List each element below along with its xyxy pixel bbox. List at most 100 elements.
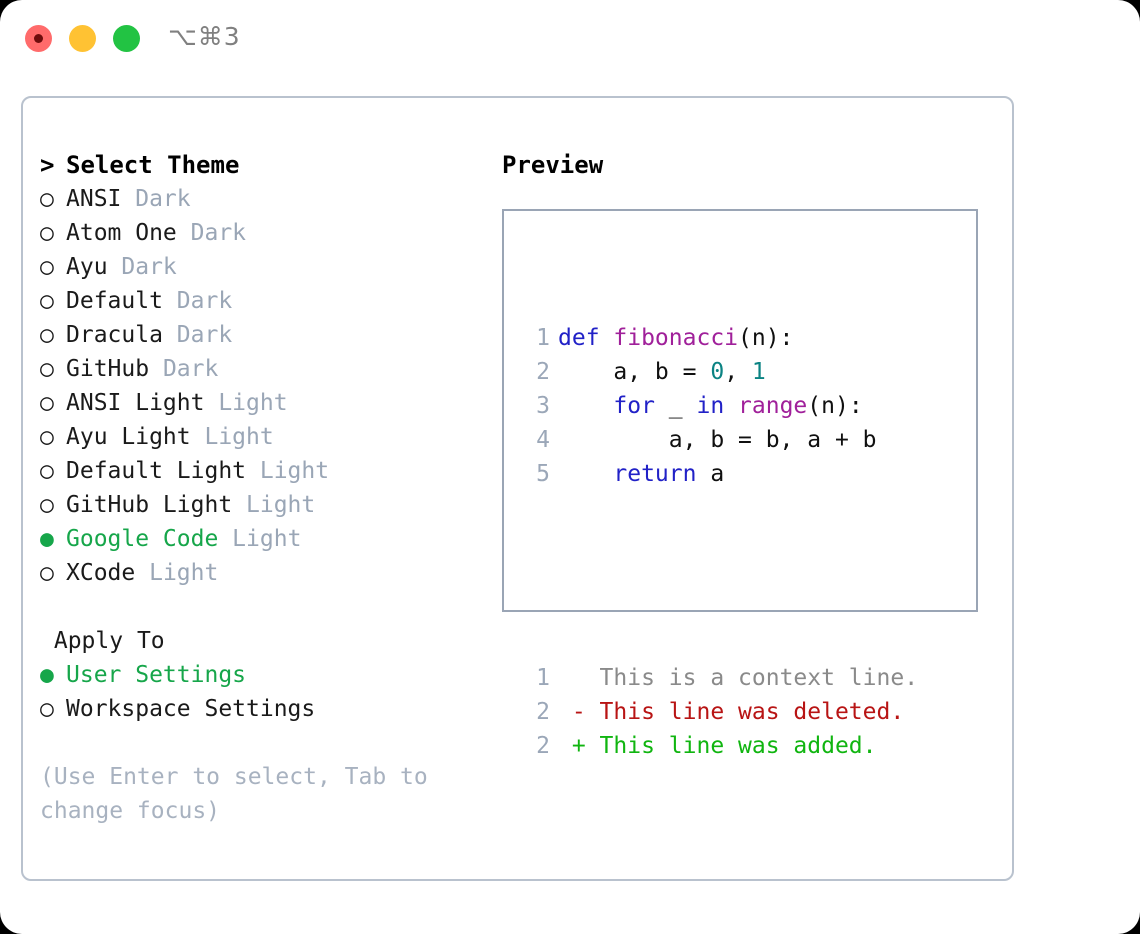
theme-option-default[interactable]: ○Default Dark [40,284,500,318]
code-line: 3 for _ in range(n): [520,389,918,423]
line-number: 1 [536,325,550,351]
diff-line: 2 + This line was added. [520,729,918,763]
radio-unselected-icon: ○ [40,560,54,586]
apply-to-option-label: User Settings [66,662,247,688]
theme-option-google-code[interactable]: ●Google Code Light [40,522,500,556]
apply-to-heading-indent [40,628,54,654]
line-number: 5 [536,461,550,487]
line-number: 2 [536,359,550,385]
code-token: , [724,359,752,385]
theme-variant-badge: Dark [149,356,219,382]
theme-variant-badge: Light [190,424,274,450]
theme-option-ayu[interactable]: ○ Ayu Dark [40,250,500,284]
theme-option-ansi[interactable]: ○ANSI Dark [40,182,500,216]
theme-option-ansi-light[interactable]: ○ ANSI Light Light [40,386,500,420]
apply-to-option-user-settings[interactable]: ● User Settings [40,658,500,692]
theme-option-label: Default [66,288,163,314]
theme-variant-badge: Light [204,390,288,416]
theme-option-label: Dracula [66,322,163,348]
theme-option-label: Google Code [66,526,219,552]
code-token: (n): [807,393,863,419]
diff-line: 2 - This line was deleted. [520,695,918,729]
select-theme-heading-label: Select Theme [66,151,240,179]
list-spacer [40,590,500,624]
theme-option-default-light[interactable]: ○ Default Light Light [40,454,500,488]
apply-to-option-label: Workspace Settings [66,696,316,722]
theme-option-github[interactable]: ○ GitHub Dark [40,352,500,386]
theme-option-atom-one[interactable]: ○ Atom One Dark [40,216,500,250]
theme-option-dracula[interactable]: ○ Dracula Dark [40,318,500,352]
radio-selected-icon: ● [40,662,54,688]
close-button[interactable] [25,25,52,52]
minimize-button[interactable] [69,25,96,52]
code-token: _ [654,393,697,419]
radio-unselected-icon: ○ [40,424,54,450]
theme-option-list: ○ANSI Dark○Atom One Dark○Ayu Dark○Defaul… [40,182,500,590]
code-line: 1 def fibonacci(n): [520,321,918,355]
diff-sign: + [558,733,586,759]
theme-variant-badge: Dark [107,254,177,280]
select-theme-heading: > Select Theme [40,148,500,182]
theme-variant-badge: Light [246,458,330,484]
code-token: in [696,393,725,419]
radio-unselected-icon: ○ [40,254,54,280]
diff-sample: 1 This is a context line.2 - This line w… [520,661,918,763]
preview-title: Preview [502,151,604,179]
code-token: fibonacci [613,325,739,351]
code-token: (n): [738,325,794,351]
radio-unselected-icon: ○ [40,390,54,416]
theme-list-column: >Select Theme ○ANSI Dark○Atom One Dark○A… [40,148,500,828]
prompt-caret-icon: > [40,151,55,179]
zoom-button[interactable] [113,25,140,52]
theme-option-ayu-light[interactable]: ○Ayu Light Light [40,420,500,454]
keyboard-shortcut-label: ⌥⌘3 [168,22,241,51]
theme-selector-panel: >Select Theme ○ANSI Dark○Atom One Dark○A… [21,96,1014,881]
code-diff-separator [520,559,918,593]
radio-unselected-icon: ○ [40,458,54,484]
radio-unselected-icon: ○ [40,322,54,348]
theme-variant-badge: Dark [162,322,233,348]
code-token: def [558,325,614,351]
apply-to-option-workspace-settings[interactable]: ○ Workspace Settings [40,692,500,726]
diff-sign [558,665,586,691]
apply-to-heading: Apply To [40,624,500,658]
theme-option-label: Default Light [66,458,247,484]
code-token: a [696,461,725,487]
apply-to-option-list: ● User Settings ○ Workspace Settings [40,658,500,726]
apply-to-heading-label: Apply To [53,628,165,654]
theme-variant-badge: Dark [176,220,247,246]
theme-option-label: ANSI [66,186,122,212]
diff-text: This line was added. [585,733,877,759]
line-number: 1 [536,665,550,691]
radio-unselected-icon: ○ [40,356,54,382]
line-number: 2 [536,699,550,725]
theme-variant-badge: Light [232,492,316,518]
theme-option-label: Atom One [66,220,177,246]
theme-option-xcode[interactable]: ○ XCode Light [40,556,500,590]
theme-option-label: XCode [66,560,136,586]
code-token: range [738,393,808,419]
line-number: 4 [536,427,550,453]
keyboard-hint-text: (Use Enter to select, Tab to change focu… [40,764,428,824]
code-line: 2 a, b = 0, 1 [520,355,918,389]
theme-option-label: GitHub [66,356,150,382]
radio-unselected-icon: ○ [40,696,54,722]
theme-option-github-light[interactable]: ○GitHub Light Light [40,488,500,522]
theme-option-label: Ayu [66,254,108,280]
theme-variant-badge: Dark [162,288,233,314]
theme-variant-badge: Light [135,560,219,586]
code-token: for [613,393,655,419]
code-token [724,393,738,419]
window-controls [25,25,140,52]
code-token: 0 [710,359,725,385]
radio-unselected-icon: ○ [40,220,54,246]
code-token: 1 [751,359,766,385]
code-line: 5 return a [520,457,918,491]
diff-sign: - [558,699,586,725]
theme-variant-badge: Dark [121,186,191,212]
radio-selected-icon: ● [40,526,54,552]
theme-option-label: ANSI Light [66,390,205,416]
